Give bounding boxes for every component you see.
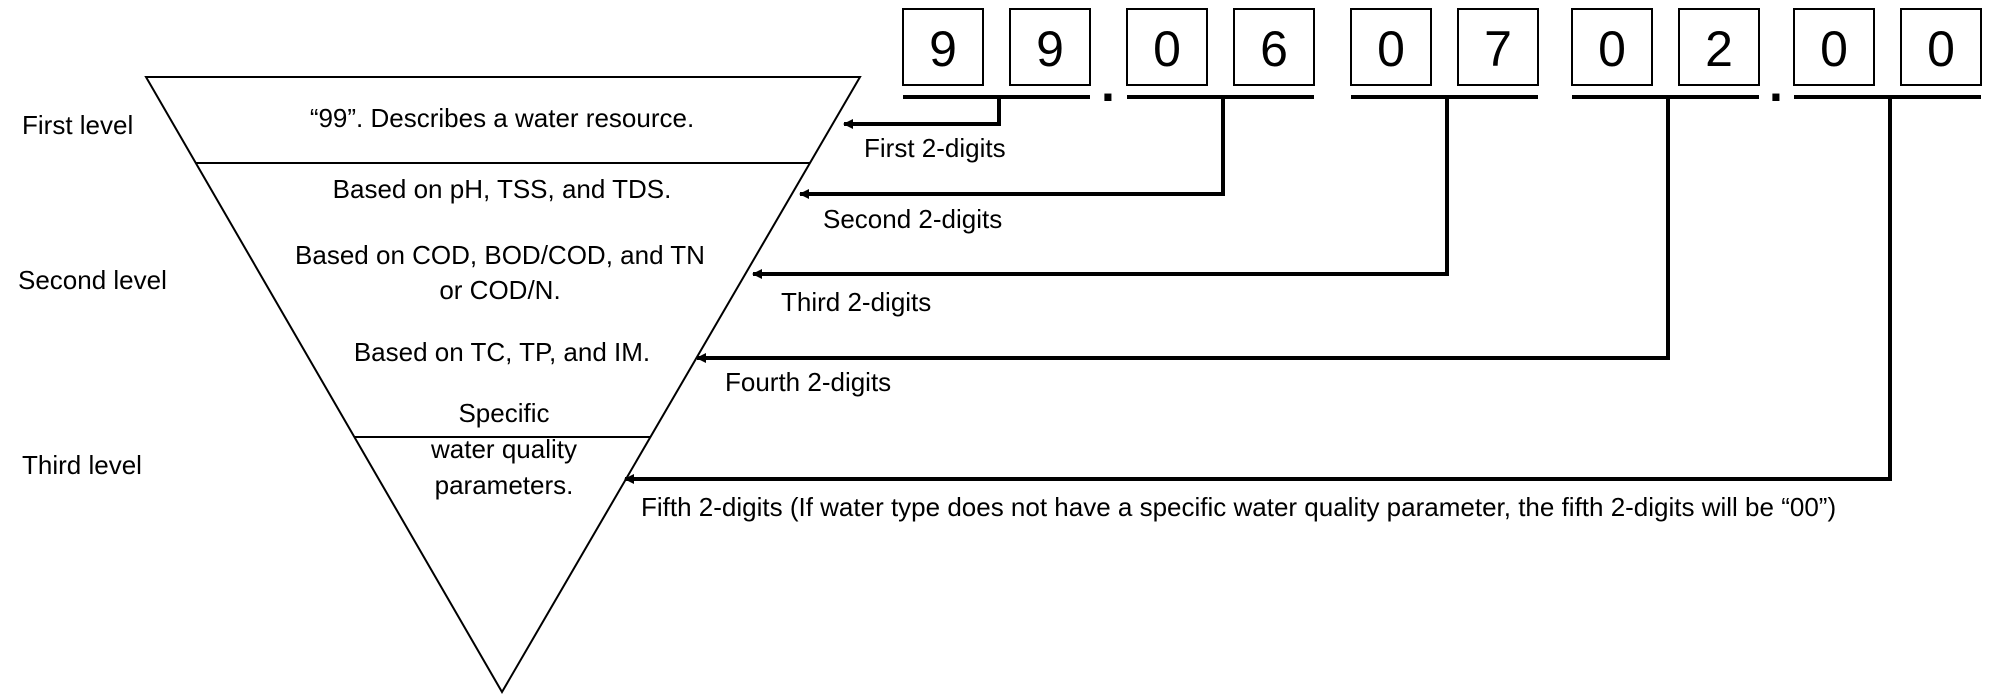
connector-third-2digits <box>752 97 1449 279</box>
level-label-second: Second level <box>18 265 167 295</box>
digit-value: 2 <box>1705 21 1733 77</box>
digit-value: 0 <box>1153 21 1181 77</box>
digit-box <box>902 8 984 86</box>
connector-second-2digits <box>799 97 1225 199</box>
digit-box <box>1793 8 1875 86</box>
description-second-2digits: Based on pH, TSS, and TDS. <box>333 174 672 204</box>
digit-value: 0 <box>1820 21 1848 77</box>
digit-box <box>1233 8 1315 86</box>
digit-value: 7 <box>1484 21 1512 77</box>
description-fifth-2digits-line3: parameters. <box>435 470 574 500</box>
connector-first-2digits <box>843 97 1001 129</box>
description-first-level: “99”. Describes a water resource. <box>310 103 694 133</box>
caption-fourth-2digits: Fourth 2-digits <box>725 367 891 397</box>
code-separator: . <box>1769 56 1783 112</box>
digit-value: 9 <box>1036 21 1064 77</box>
digit-value: 9 <box>929 21 957 77</box>
description-fourth-2digits: Based on TC, TP, and IM. <box>354 337 650 367</box>
digit-box <box>1457 8 1539 86</box>
inverted-triangle <box>144 76 862 694</box>
code-digits: 9 9 0 6 0 7 0 2 0 0.. <box>902 8 1982 112</box>
code-separator: . <box>1101 56 1115 112</box>
connector-fourth-2digits <box>696 97 1670 363</box>
digit-box <box>1571 8 1653 86</box>
digit-box <box>1900 8 1982 86</box>
digit-value: 0 <box>1377 21 1405 77</box>
caption-third-2digits: Third 2-digits <box>781 287 931 317</box>
digit-value: 0 <box>1927 21 1955 77</box>
digit-value: 0 <box>1598 21 1626 77</box>
description-fifth-2digits-line1: Specific <box>458 398 549 428</box>
digit-value: 6 <box>1260 21 1288 77</box>
description-fifth-2digits-line2: water quality <box>430 434 577 464</box>
description-third-2digits-line1: Based on COD, BOD/COD, and TN <box>295 240 705 270</box>
connector-fifth-2digits <box>624 97 1892 484</box>
level-label-first: First level <box>22 110 133 140</box>
digit-box <box>1126 8 1208 86</box>
caption-first-2digits: First 2-digits <box>864 133 1006 163</box>
digit-box <box>1350 8 1432 86</box>
digit-box <box>1678 8 1760 86</box>
description-third-2digits-line2: or COD/N. <box>439 275 560 305</box>
digit-box <box>1009 8 1091 86</box>
caption-fifth-2digits: Fifth 2-digits (If water type does not h… <box>641 492 1836 522</box>
level-label-third: Third level <box>22 450 142 480</box>
caption-second-2digits: Second 2-digits <box>823 204 1002 234</box>
